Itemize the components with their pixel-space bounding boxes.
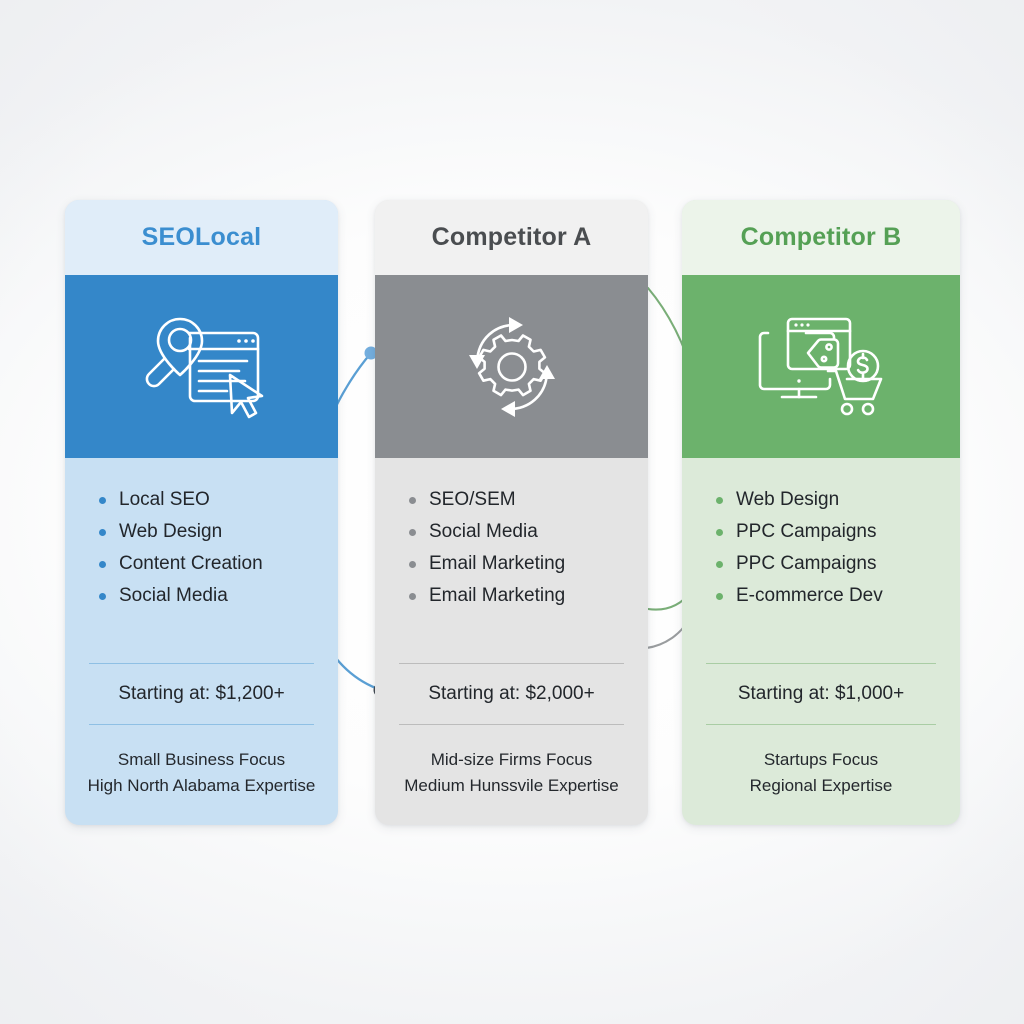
price-divider-bottom [399,724,624,725]
feature-label: Email Marketing [429,585,566,606]
feature-item: Content Creation [99,548,338,580]
price-divider-bottom [706,724,936,725]
feature-label: Social Media [119,585,228,606]
feature-item: Social Media [409,516,648,548]
feature-label: PPC Campaigns [736,553,877,574]
feature-label: Content Creation [119,553,263,574]
bullet-icon [99,560,106,568]
price-divider-top [706,663,936,664]
card-title: Competitor A [431,223,592,251]
layout-spacer [682,612,960,663]
bullet-icon [716,560,723,568]
ecommerce-monitor-cart-dollar-icon [758,317,882,416]
feature-item: PPC Campaigns [716,548,960,580]
feature-list-competitor-b: Web Design PPC Campaigns PPC Campaigns E… [682,458,960,612]
comparison-card-competitor-b[interactable]: Competitor B [682,200,960,825]
card-header-competitor-a: Competitor A [375,200,648,275]
comparison-card-competitor-a[interactable]: Competitor A SEO/SEM [375,200,648,825]
feature-label: Local SEO [119,489,210,510]
feature-item: SEO/SEM [409,484,648,516]
footer-bottom-pad [65,799,338,825]
bullet-icon [99,528,106,536]
card-footer-competitor-a: Mid-size Firms Focus Medium Hunssvile Ex… [375,725,648,799]
feature-label: Web Design [119,521,223,542]
feature-item: Email Marketing [409,580,648,612]
bullet-icon [716,496,723,504]
price-label: Starting at: $2,000+ [428,683,595,704]
card-footer-seolocal: Small Business Focus High North Alabama … [65,725,338,799]
footer-line-2: High North Alabama Expertise [87,776,316,795]
footer-bottom-pad [375,799,648,825]
layout-spacer [65,612,338,663]
bullet-icon [409,528,416,536]
footer-line-2: Medium Hunssvile Expertise [404,776,619,795]
feature-item: Web Design [716,484,960,516]
footer-line-1: Small Business Focus [117,750,286,769]
bullet-icon [99,592,106,600]
price-divider-top [399,663,624,664]
feature-label: E-commerce Dev [736,585,883,606]
feature-label: Social Media [429,521,538,542]
footer-bottom-pad [682,799,960,825]
gear-circular-arrows-icon [468,316,555,417]
bullet-icon [409,560,416,568]
bullet-icon [716,528,723,536]
feature-item: Email Marketing [409,548,648,580]
feature-list-competitor-a: SEO/SEM Social Media Email Marketing Ema… [375,458,648,612]
feature-label: Web Design [736,489,840,510]
footer-line-2: Regional Expertise [749,776,893,795]
card-title: Competitor B [740,223,902,251]
bullet-icon [409,496,416,504]
footer-line-1: Startups Focus [763,750,879,769]
bullet-icon [409,592,416,600]
feature-item: Local SEO [99,484,338,516]
feature-label: Email Marketing [429,553,566,574]
card-header-seolocal: SEOLocal [65,200,338,275]
bullet-icon [716,592,723,600]
feature-label: SEO/SEM [429,489,516,510]
layout-spacer [375,612,648,663]
feature-list-seolocal: Local SEO Web Design Content Creation So… [65,458,338,612]
card-header-competitor-b: Competitor B [682,200,960,275]
price-divider-bottom [89,724,314,725]
footer-line-1: Mid-size Firms Focus [430,750,593,769]
location-pin-search-webpage-cursor-icon [145,317,263,419]
card-icon-band-competitor-b [682,275,960,458]
feature-item: E-commerce Dev [716,580,960,612]
feature-label: PPC Campaigns [736,521,877,542]
comparison-card-seolocal[interactable]: SEOLocal [65,200,338,825]
feature-item: PPC Campaigns [716,516,960,548]
card-icon-band-seolocal [65,275,338,458]
feature-item: Social Media [99,580,338,612]
price-label: Starting at: $1,000+ [737,683,905,704]
card-title: SEOLocal [141,223,262,251]
price-label: Starting at: $1,200+ [118,683,285,704]
card-footer-competitor-b: Startups Focus Regional Expertise [682,725,960,799]
card-icon-band-competitor-a [375,275,648,458]
feature-item: Web Design [99,516,338,548]
bullet-icon [99,496,106,504]
price-divider-top [89,663,314,664]
